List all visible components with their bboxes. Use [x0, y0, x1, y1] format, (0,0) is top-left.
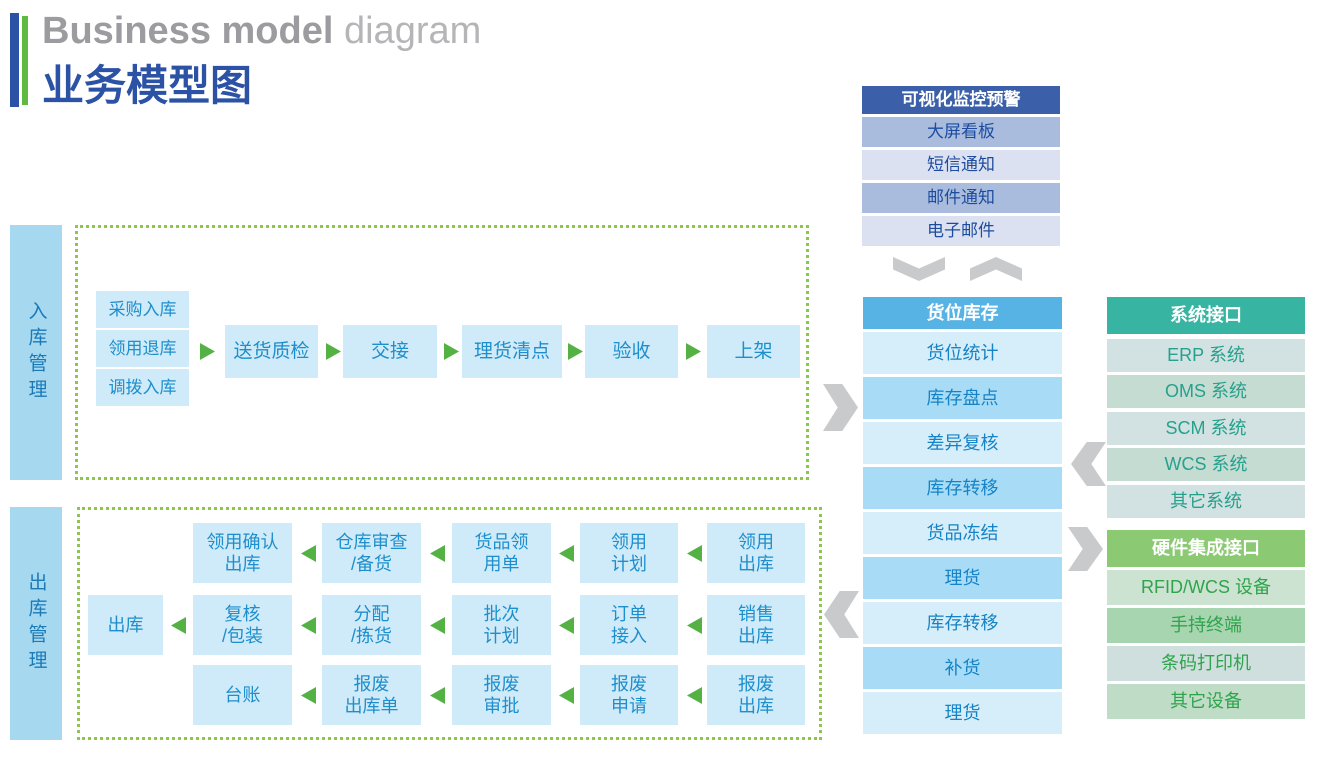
- hardware-row: RFID/WCS 设备: [1107, 570, 1305, 605]
- inventory-row: 理货: [863, 692, 1062, 734]
- title-english: Business model diagram: [42, 10, 481, 53]
- outbound-box-r2c2: 分配 /拣货: [322, 595, 421, 655]
- chevron-left-icon: [1071, 442, 1106, 486]
- inbound-section-label: 入库管理: [10, 225, 62, 480]
- outbound-box-r3c5: 报废 出库: [707, 665, 805, 725]
- title-english-bold: Business model: [42, 10, 334, 52]
- hardware-row: 条码打印机: [1107, 646, 1305, 681]
- outbound-box-r2c5: 销售 出库: [707, 595, 805, 655]
- monitor-header: 可视化监控预警: [862, 86, 1060, 114]
- logo-bar-blue-icon: [10, 13, 19, 107]
- inbound-flow-container: [75, 225, 809, 480]
- inbound-source-box-3: 调拨入库: [96, 369, 189, 406]
- inventory-row: 货位统计: [863, 332, 1062, 374]
- inventory-row: 库存转移: [863, 467, 1062, 509]
- outbound-box-r3c1: 台账: [193, 665, 292, 725]
- inventory-row: 理货: [863, 557, 1062, 599]
- outbound-box-r1c4: 领用 计划: [580, 523, 678, 583]
- system-row: SCM 系统: [1107, 412, 1305, 445]
- monitor-row: 大屏看板: [862, 117, 1060, 147]
- outbound-box-r3c2: 报废 出库单: [322, 665, 421, 725]
- inventory-row: 补货: [863, 647, 1062, 689]
- system-row: 其它系统: [1107, 485, 1305, 518]
- outbound-box-r3c3: 报废 审批: [452, 665, 551, 725]
- outbound-box-r2c3: 批次 计划: [452, 595, 551, 655]
- title-chinese: 业务模型图: [42, 62, 253, 109]
- outbound-box-r3c4: 报废 申请: [580, 665, 678, 725]
- inventory-row: 货品冻结: [863, 512, 1062, 554]
- inbound-flow-box-5: 上架: [707, 325, 800, 378]
- inbound-flow-box-2: 交接: [343, 325, 437, 378]
- title-english-light: diagram: [343, 10, 482, 52]
- outbound-section-label: 出库管理: [10, 507, 62, 740]
- inbound-source-box-1: 采购入库: [96, 291, 189, 328]
- outbound-box-r1c3: 货品领 用单: [452, 523, 551, 583]
- outbound-box-r1c1: 领用确认 出库: [193, 523, 292, 583]
- inbound-flow-box-3: 理货清点: [462, 325, 562, 378]
- outbound-box-r2c0: 出库: [88, 595, 163, 655]
- chevron-right-icon: [1068, 527, 1103, 571]
- hardware-row: 手持终端: [1107, 608, 1305, 643]
- system-row: WCS 系统: [1107, 448, 1305, 481]
- outbound-box-r2c4: 订单 接入: [580, 595, 678, 655]
- inventory-row: 库存盘点: [863, 377, 1062, 419]
- inventory-header: 货位库存: [863, 297, 1062, 329]
- inbound-flow-box-1: 送货质检: [225, 325, 318, 378]
- hardware-row: 其它设备: [1107, 684, 1305, 719]
- inventory-row: 库存转移: [863, 602, 1062, 644]
- chevron-left-icon: [824, 591, 859, 638]
- outbound-flow-container: [77, 507, 822, 740]
- outbound-box-r1c5: 领用 出库: [707, 523, 805, 583]
- chevron-up-icon: [970, 257, 1022, 281]
- inventory-row: 差异复核: [863, 422, 1062, 464]
- inbound-flow-box-4: 验收: [585, 325, 678, 378]
- inbound-source-box-2: 领用退库: [96, 330, 189, 367]
- system-row: ERP 系统: [1107, 339, 1305, 372]
- logo-bar-green-icon: [22, 16, 28, 105]
- system-row: OMS 系统: [1107, 375, 1305, 408]
- outbound-box-r2c1: 复核 /包装: [193, 595, 292, 655]
- outbound-box-r1c2: 仓库审查 /备货: [322, 523, 421, 583]
- monitor-row: 短信通知: [862, 150, 1060, 180]
- chevron-right-icon: [823, 384, 858, 431]
- monitor-row: 电子邮件: [862, 216, 1060, 246]
- monitor-row: 邮件通知: [862, 183, 1060, 213]
- chevron-down-icon: [893, 257, 945, 281]
- hardware-interface-header: 硬件集成接口: [1107, 530, 1305, 567]
- system-interface-header: 系统接口: [1107, 297, 1305, 334]
